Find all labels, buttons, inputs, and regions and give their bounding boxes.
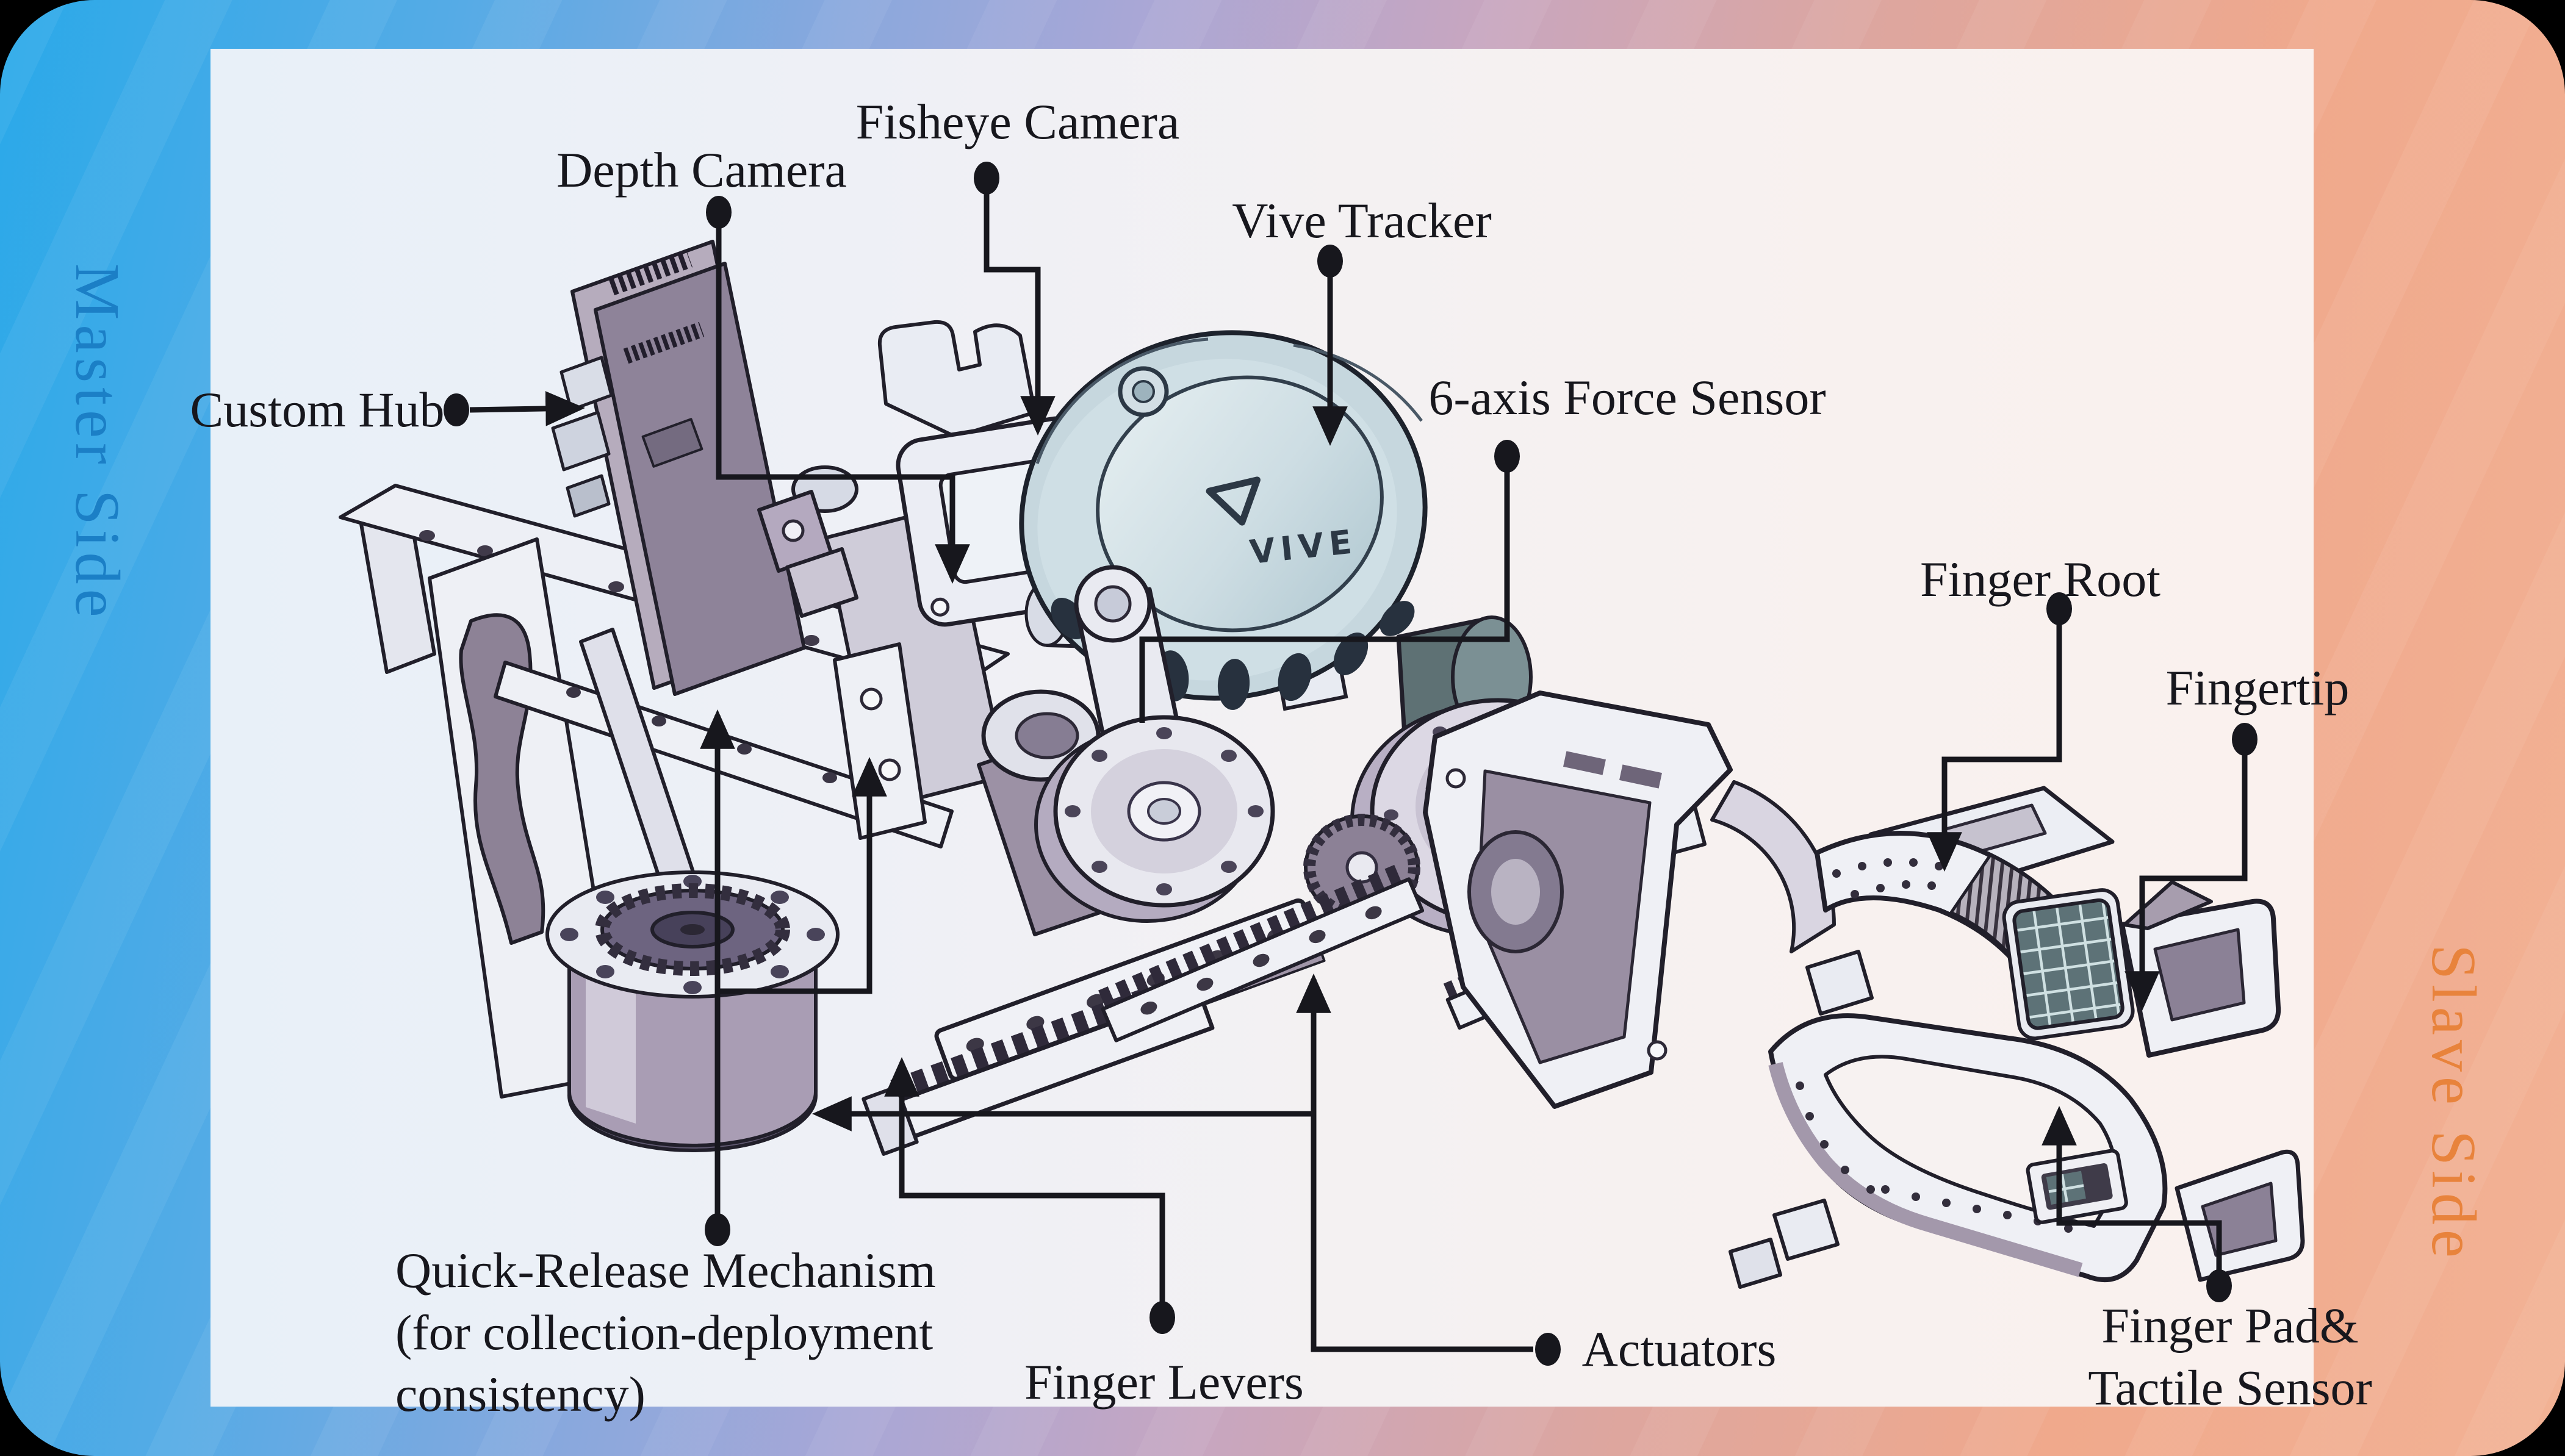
label-vive-tracker: Vive Tracker [1232,193,1492,249]
leader-vive-tracker [1312,245,1348,446]
label-force-sensor: 6-axis Force Sensor [1428,370,1826,426]
leader-force-sensor [1139,440,1520,723]
pin-header [623,321,705,364]
leader-depth-camera [706,196,970,584]
leader-actuators [811,973,1561,1366]
vive-tracker-part: VIVE [1019,330,1428,711]
tactile-pad [2002,888,2135,1041]
label-fingertip: Fingertip [2165,660,2350,716]
slave-gripper [1423,690,2305,1289]
label-finger-root: Finger Root [1919,551,2161,608]
label-depth-camera: Depth Camera [556,142,847,198]
leader-fingertip [2124,723,2257,1011]
leader-finger-levers [884,1056,1175,1334]
hook-bracket [877,320,1037,439]
pin-header [608,249,693,296]
leader-lines [444,162,2257,1366]
label-custom-hub: Custom Hub [190,382,445,438]
quick-release-mechanism-part [545,870,840,1152]
custom-hub-pcb [551,240,806,696]
slave-side-label: Slave Side [2419,944,2489,1263]
gear-ring [595,883,790,976]
leader-finger-pad [2042,1105,2232,1302]
label-actuators: Actuators [1581,1321,1777,1377]
leader-finger-root [1927,592,2072,872]
label-finger-levers: Finger Levers [1024,1354,1304,1410]
leader-fisheye-camera [974,162,1056,436]
leader-custom-hub [444,391,585,426]
label-quick-release: Quick-Release Mechanism (for collection-… [395,1243,936,1422]
flange-bolts [560,875,825,994]
leader-quick-release [700,709,887,1246]
label-fisheye-camera: Fisheye Camera [855,94,1180,150]
label-finger-pad: Finger Pad& Tactile Sensor [2088,1297,2372,1415]
master-side-label: Master Side [62,264,132,622]
rail-holes [566,687,837,783]
